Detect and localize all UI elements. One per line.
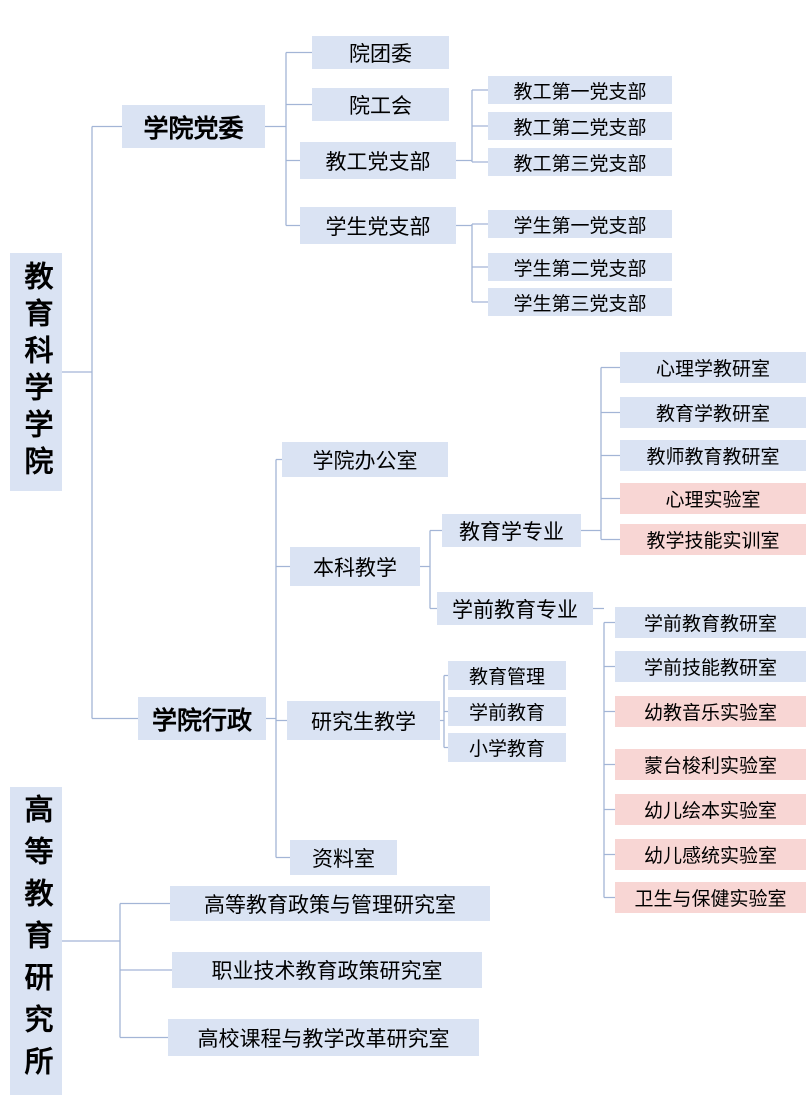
node-faculty-branch-2: 教工第二党支部 [488,112,672,140]
node-sensory-integration-lab: 幼儿感统实验室 [615,839,806,870]
node-preschool-teaching-office: 学前教育教研室 [615,607,806,638]
node-curriculum-reform-research: 高校课程与教学改革研究室 [168,1019,479,1056]
node-education-management: 教育管理 [448,661,566,690]
node-montessori-lab: 蒙台梭利实验室 [615,749,806,780]
node-youth-league: 院团委 [312,36,449,69]
node-education-teaching-office: 教育学教研室 [620,397,806,428]
node-preschool-major: 学前教育专业 [437,592,593,625]
node-graduate-teaching: 研究生教学 [287,701,440,740]
node-student-branch-1: 学生第一党支部 [488,210,672,238]
node-preschool-skills-office: 学前技能教研室 [615,651,806,682]
node-institute-root: 高等教育研究所 [10,787,62,1095]
node-psychology-lab: 心理实验室 [620,483,806,514]
node-faculty-party-branch: 教工党支部 [300,142,456,179]
node-preschool-education: 学前教育 [448,697,566,726]
node-policy-management-research: 高等教育政策与管理研究室 [170,886,490,921]
node-admin: 学院行政 [138,697,266,740]
node-student-branch-3: 学生第三党支部 [488,288,672,316]
node-vocational-policy-research: 职业技术教育政策研究室 [172,952,482,988]
node-college-office: 学院办公室 [282,442,448,477]
node-faculty-branch-1: 教工第一党支部 [488,76,672,104]
node-labor-union: 院工会 [312,88,449,121]
node-primary-education: 小学教育 [448,733,566,762]
node-undergrad-teaching: 本科教学 [290,547,420,586]
node-faculty-branch-3: 教工第三党支部 [488,148,672,176]
node-college-root: 教育科学学院 [10,253,62,491]
node-education-major: 教育学专业 [442,514,581,547]
node-picture-book-lab: 幼儿绘本实验室 [615,794,806,825]
node-music-lab: 幼教音乐实验室 [615,696,806,727]
node-student-party-branch: 学生党支部 [300,207,456,244]
node-party-committee: 学院党委 [122,105,265,148]
node-health-care-lab: 卫生与保健实验室 [615,882,806,913]
node-psychology-teaching-office: 心理学教研室 [620,352,806,383]
node-teaching-skills-lab: 教学技能实训室 [620,524,806,555]
node-reference-room: 资料室 [290,840,397,875]
node-teacher-education-office: 教师教育教研室 [620,440,806,471]
node-student-branch-2: 学生第二党支部 [488,253,672,281]
